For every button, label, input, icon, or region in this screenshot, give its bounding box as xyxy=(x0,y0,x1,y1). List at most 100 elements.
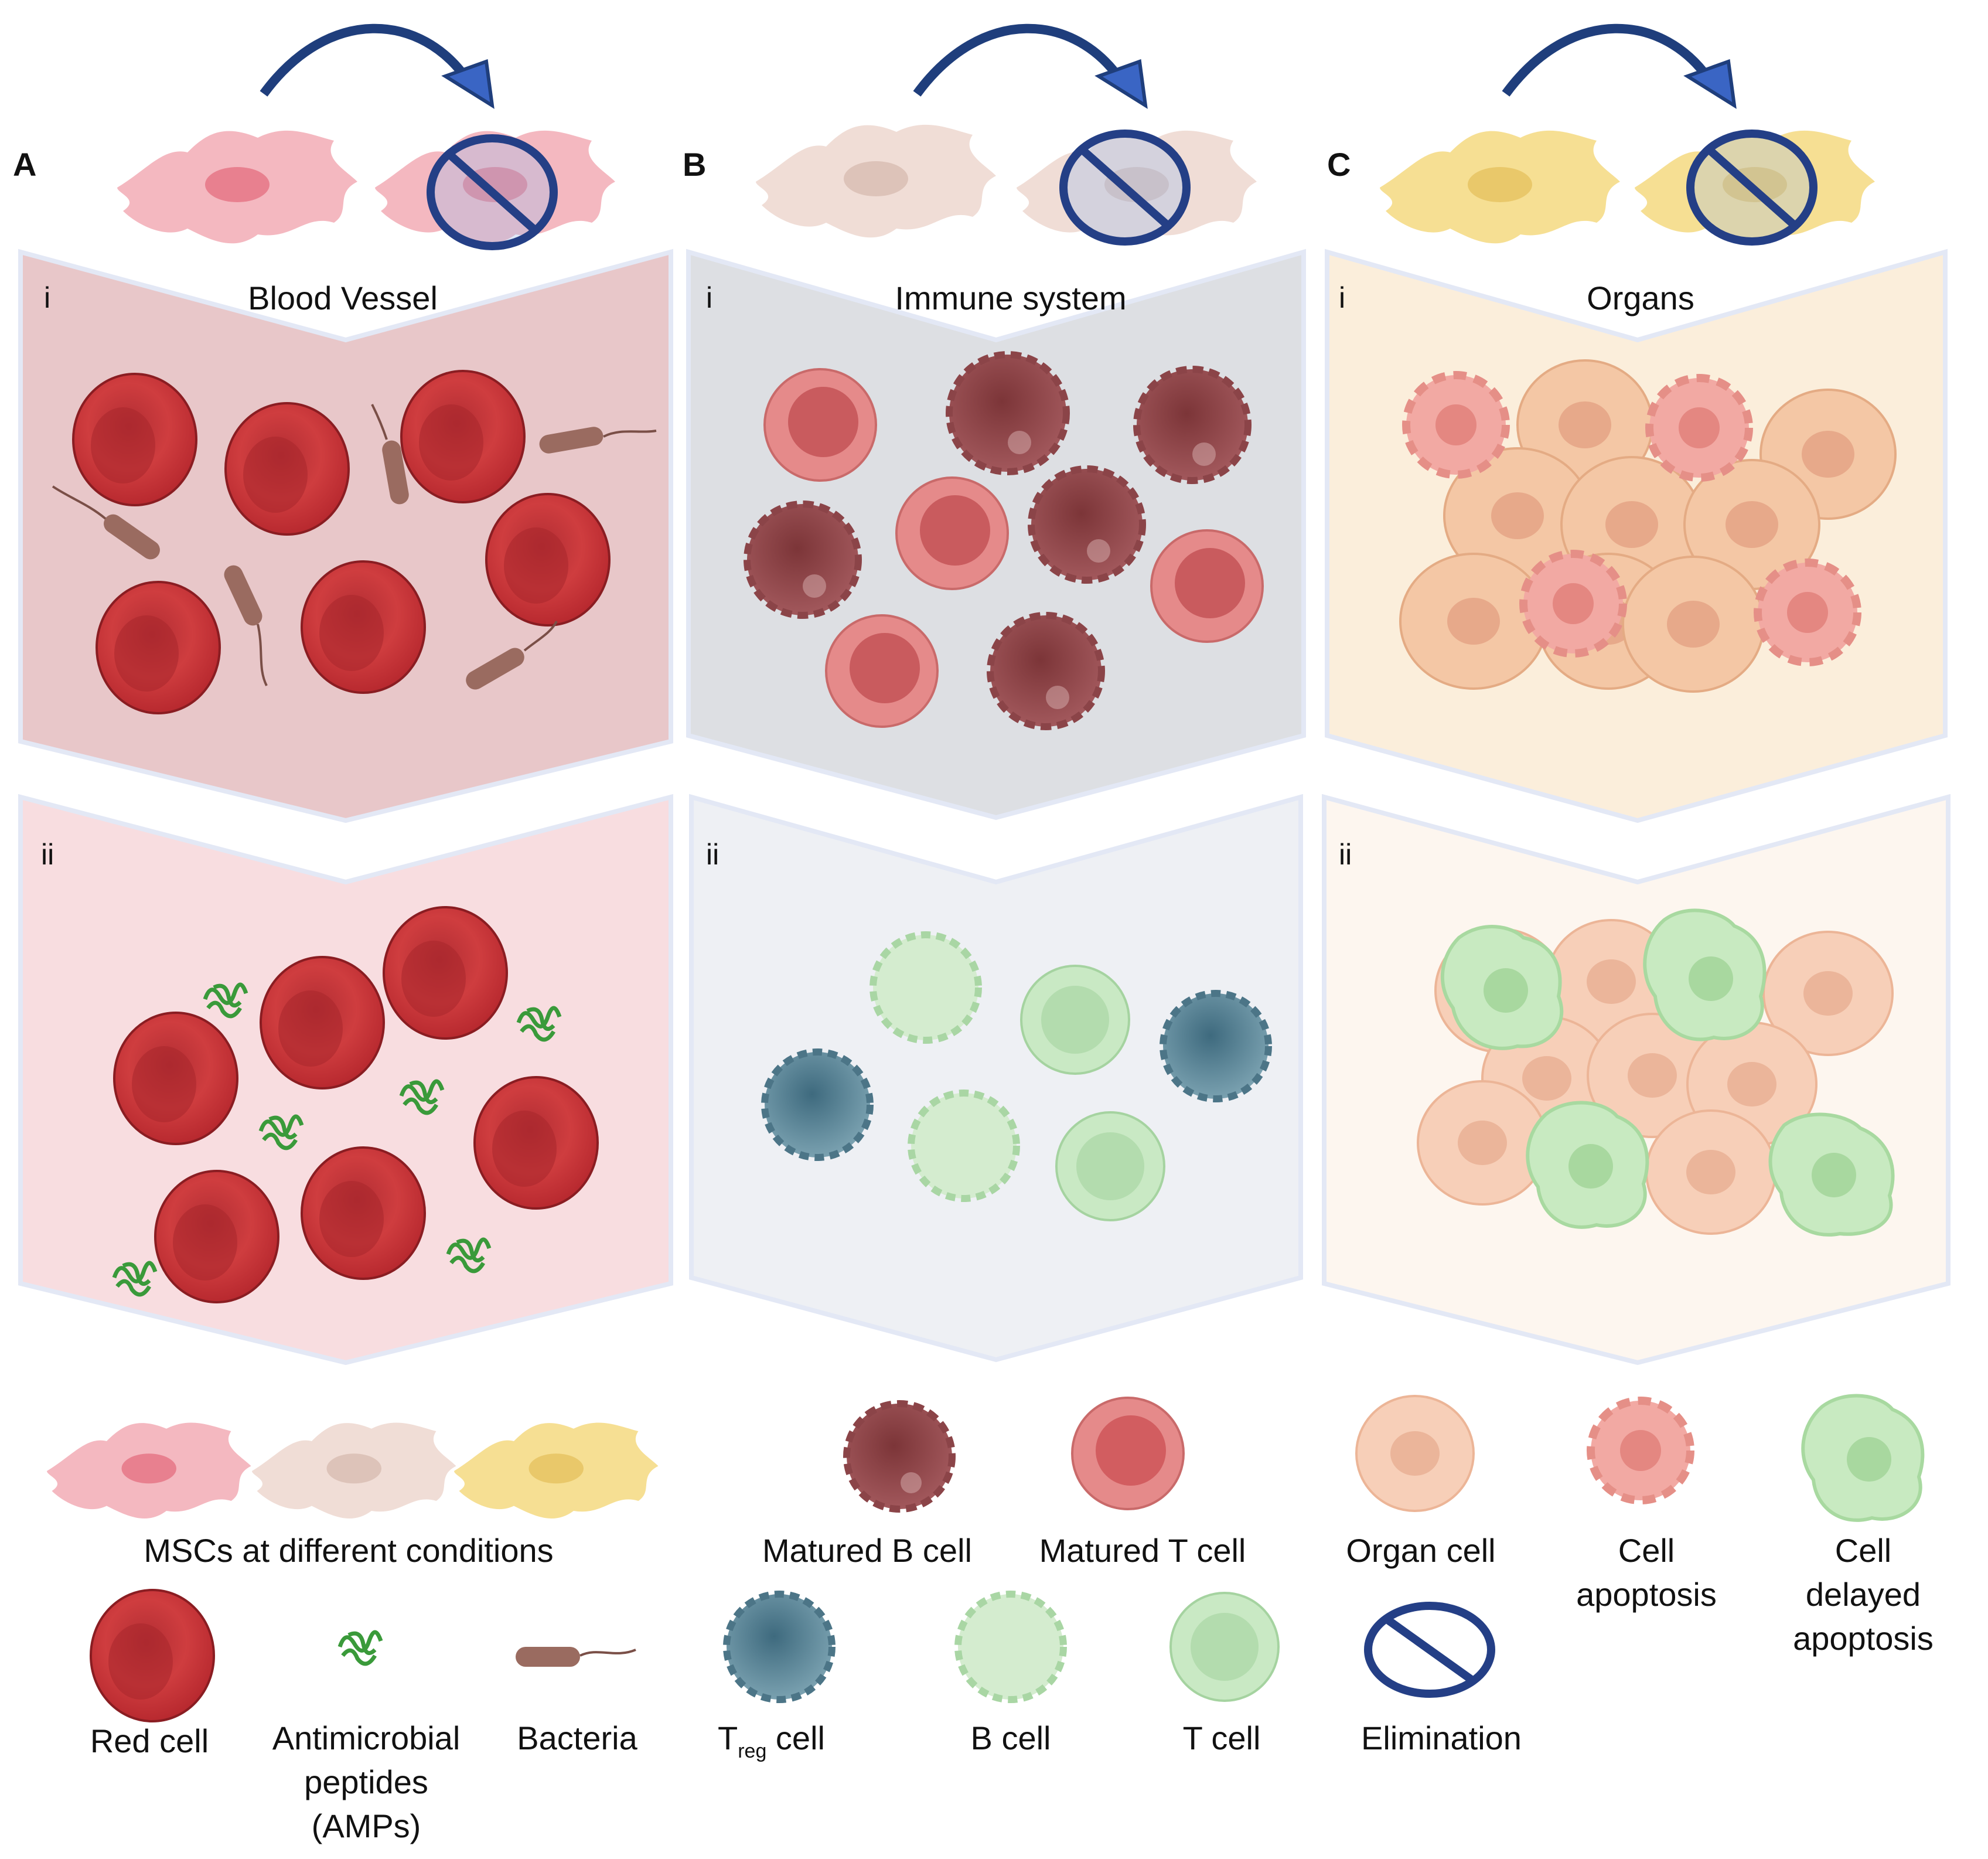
organ-cell-icon xyxy=(1622,556,1765,693)
delayed-apoptosis-cell-icon xyxy=(1801,1394,1925,1522)
matured-b-cell xyxy=(946,351,1070,475)
bacteria-icon xyxy=(516,1647,636,1667)
matured-b-cell xyxy=(987,612,1105,730)
legend-red-cell-label: Red cell xyxy=(90,1722,209,1759)
panel-c-upper-cells xyxy=(1399,359,1897,693)
legend-matured-t-label: Matured T cell xyxy=(1039,1532,1246,1569)
matured-b-cell xyxy=(843,1400,956,1513)
elimination-icon xyxy=(427,134,558,250)
legend-treg-label: Treg cell xyxy=(718,1720,825,1762)
red-blood-cell-icon xyxy=(72,373,197,506)
panel-b-lower xyxy=(689,794,1303,1363)
curved-arrow-head xyxy=(1094,59,1148,109)
legend-amp-line3: (AMPs) xyxy=(312,1807,421,1844)
red-blood-cell-icon xyxy=(224,402,350,536)
red-blood-cell-icon xyxy=(90,1589,215,1722)
amp-icon xyxy=(258,1114,304,1150)
organ-cell-icon xyxy=(1355,1395,1475,1512)
panel-letter-c: C xyxy=(1327,146,1351,183)
red-blood-cell-icon xyxy=(383,906,508,1040)
panel-a-lower-label: ii xyxy=(41,838,54,871)
t-cell xyxy=(1055,1111,1165,1221)
legend-bacteria-label: Bacteria xyxy=(517,1720,637,1756)
panel-a-upper-label: i xyxy=(44,281,50,314)
curved-arrow-head xyxy=(1683,59,1737,109)
panel-letter-a: A xyxy=(13,146,36,183)
amp-icon xyxy=(446,1237,492,1274)
organ-cell-icon xyxy=(1587,1013,1718,1138)
matured-t-cell xyxy=(763,368,877,482)
panel-c-header xyxy=(1380,23,1875,246)
matured-t-cell xyxy=(895,476,1009,590)
legend-organ-label: Organ cell xyxy=(1346,1532,1495,1569)
apoptosis-cell-icon xyxy=(1754,559,1861,666)
msc-cell-icon xyxy=(252,1422,456,1519)
delayed-apoptosis-cell-icon xyxy=(1643,908,1767,1041)
apoptosis-cell-icon xyxy=(1645,374,1753,482)
legend-b-cell-label: B cell xyxy=(971,1720,1051,1756)
legend: MSCs at different conditions Matured B c… xyxy=(46,1394,1934,1844)
elimination-icon xyxy=(1364,1602,1495,1698)
treg-cell xyxy=(1160,990,1272,1102)
curved-arrow-head xyxy=(441,59,495,109)
red-blood-cell-icon xyxy=(154,1170,279,1303)
legend-matured-b-label: Matured B cell xyxy=(762,1532,972,1569)
red-blood-cell-icon xyxy=(301,560,426,694)
apoptosis-cell-icon xyxy=(1402,371,1510,479)
elimination-icon xyxy=(1686,130,1817,246)
delayed-apoptosis-cell-icon xyxy=(1768,1112,1895,1237)
curved-arrow-icon xyxy=(260,23,473,97)
panel-b-upper-cells xyxy=(744,351,1264,730)
legend-elimination-label: Elimination xyxy=(1361,1720,1522,1756)
organ-cell-icon xyxy=(1417,1080,1548,1206)
t-cell xyxy=(1020,965,1130,1075)
red-blood-cell-icon xyxy=(260,956,385,1089)
legend-mscs-label: MSCs at different conditions xyxy=(144,1532,553,1569)
matured-b-cell xyxy=(1133,366,1252,484)
organ-cell-icon xyxy=(1399,553,1548,690)
organ-cell-icon xyxy=(1443,447,1592,584)
legend-delayed-line2: delayed xyxy=(1806,1576,1921,1613)
bacteria-icon xyxy=(371,404,409,505)
msc-cell-icon xyxy=(756,124,996,238)
msc-cell-icon xyxy=(46,1422,251,1519)
curved-arrow-icon xyxy=(913,23,1126,97)
t-cell xyxy=(1169,1592,1280,1702)
red-blood-cell-icon xyxy=(301,1146,426,1280)
red-blood-cell-icon xyxy=(400,370,526,503)
curved-arrow-icon xyxy=(1502,23,1715,97)
msc-cell-icon xyxy=(454,1422,659,1519)
red-blood-cell-icon xyxy=(485,493,611,627)
amp-icon xyxy=(399,1079,445,1115)
apoptosis-cell-icon xyxy=(1587,1397,1694,1504)
legend-apoptosis-line2: apoptosis xyxy=(1576,1576,1717,1613)
apoptosis-cell-icon xyxy=(1519,550,1627,658)
amp-icon xyxy=(112,1261,158,1297)
msc-cell-icon xyxy=(1380,130,1620,244)
bacteria-icon xyxy=(466,621,558,690)
bacteria-icon xyxy=(224,565,268,686)
amp-icon xyxy=(516,1006,562,1042)
amp-icon xyxy=(203,982,248,1019)
legend-amp-line1: Antimicrobial xyxy=(272,1720,461,1756)
bacteria-icon xyxy=(52,485,160,560)
treg-cell xyxy=(723,1591,836,1703)
panel-a-header xyxy=(117,23,615,250)
panel-b-upper-label: i xyxy=(706,281,712,314)
legend-apoptosis-line1: Cell xyxy=(1618,1532,1675,1569)
matured-b-cell xyxy=(744,501,862,619)
delayed-apoptosis-cell-icon xyxy=(1440,925,1564,1050)
red-blood-cell-icon xyxy=(113,1012,238,1145)
b-cell xyxy=(954,1591,1067,1703)
legend-amp-line2: peptides xyxy=(304,1763,428,1800)
delayed-apoptosis-cell-icon xyxy=(1526,1101,1649,1229)
legend-delayed-line1: Cell xyxy=(1835,1532,1891,1569)
panel-c-lower-label: ii xyxy=(1339,838,1352,871)
matured-t-cell xyxy=(1071,1397,1185,1510)
panel-a-upper-cells xyxy=(52,370,657,714)
organ-cell-icon xyxy=(1645,1109,1776,1235)
panel-b-lower-label: ii xyxy=(706,838,719,871)
b-cell xyxy=(869,931,982,1044)
panel-b-lower-cells xyxy=(761,931,1272,1221)
